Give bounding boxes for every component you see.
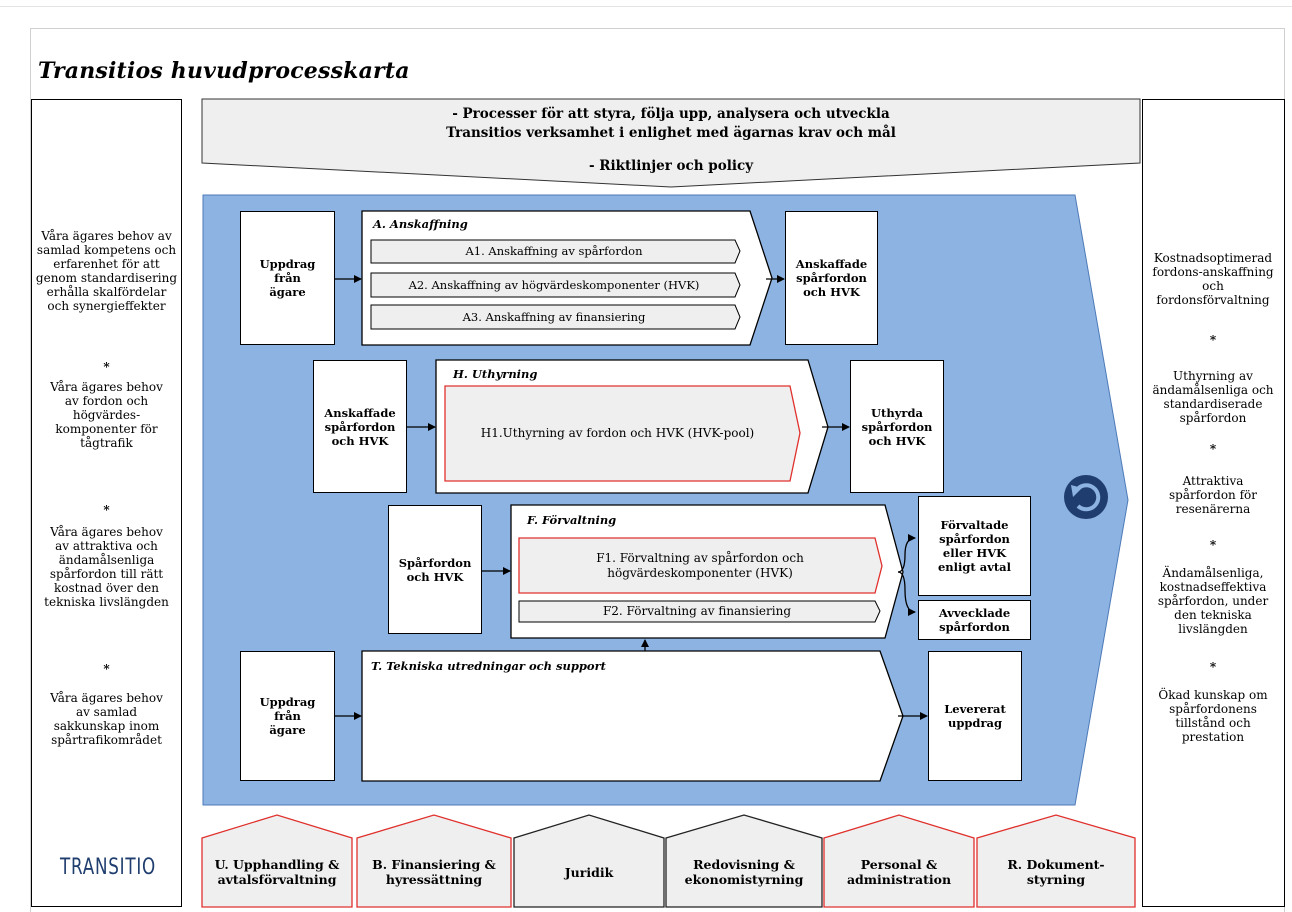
process-f-output-managed: Förvaltade spårfordon eller HVK enligt a…	[918, 496, 1031, 596]
right-bullet-4: *	[1209, 660, 1217, 674]
support-label-personal: Personal & administration	[846, 857, 952, 887]
support-label-redovisning: Redovisning & ekonomistyrning	[684, 857, 804, 887]
frame-left	[30, 28, 31, 912]
process-h-title: H. Uthyrning	[453, 367, 538, 381]
sub-a3-pill	[370, 304, 741, 330]
left-bullet-3: *	[103, 662, 110, 676]
support-label-upphandling: U. Upphandling & avtalsförvaltning	[214, 857, 340, 887]
process-t-title: T. Tekniska utredningar och support	[371, 659, 606, 673]
frame-top	[30, 28, 1285, 29]
sub-a2-label: A2. Anskaffning av högvärdeskomponenter …	[408, 277, 700, 292]
process-h-input-box: Anskaffade spårfordon och HVK	[313, 360, 407, 493]
process-a-input-box: Uppdrag från ägare	[240, 211, 335, 345]
right-outcome-4: Ändamålsenliga, kostnadseffektiva spårfo…	[1157, 566, 1269, 636]
sub-h1-label: H1.Uthyrning av fordon och HVK (HVK-pool…	[480, 426, 755, 440]
right-outcome-1: Kostnadsoptimerad fordons-anskaffning oc…	[1152, 251, 1274, 307]
left-bullet-2: *	[103, 503, 110, 517]
right-outcome-2: Uthyrning av ändamålsenliga och standard…	[1152, 369, 1274, 425]
right-bullet-2: *	[1209, 442, 1217, 456]
support-house-juridik	[513, 814, 665, 908]
left-need-2: Våra ägares behov av fordon och högvärde…	[50, 380, 163, 450]
process-f-output-decommissioned: Avvecklade spårfordon	[918, 600, 1031, 640]
arrow-f-out-1	[897, 534, 916, 573]
process-f-input-box: Spårfordon och HVK	[388, 505, 482, 634]
transitio-logo: TRANSITIO	[58, 850, 158, 886]
banner-line-1: - Processer för att styra, följa upp, an…	[452, 106, 890, 122]
transitio-logo-icon: TRANSITIO	[59, 855, 156, 880]
right-bullet-1: *	[1209, 333, 1217, 347]
process-a-output-box: Anskaffade spårfordon och HVK	[785, 211, 878, 345]
process-h-output-box: Uthyrda spårfordon och HVK	[850, 360, 944, 493]
support-label-finansiering: B. Finansiering & hyressättning	[372, 857, 496, 887]
support-house-r	[976, 814, 1136, 908]
support-house-b	[356, 814, 512, 908]
right-outcome-3: Attraktiva spårfordon för resenärerna	[1169, 474, 1257, 516]
support-label-dokumentstyrning: R. Dokument-styrning	[1007, 857, 1105, 887]
support-house-u	[201, 814, 353, 908]
support-label-juridik: Juridik	[564, 864, 614, 880]
left-need-1: Våra ägares behov av samlad kompetens oc…	[35, 229, 178, 313]
frame-top-outer	[0, 6, 1292, 7]
support-house-redovisning	[665, 814, 823, 908]
left-needs-panel	[31, 99, 182, 907]
right-outcomes-panel	[1142, 99, 1285, 907]
sub-f1-label: F1. Förvaltning av spårfordon och högvär…	[596, 550, 804, 580]
sub-a2-pill	[370, 272, 741, 298]
cycle-icon	[1064, 475, 1108, 519]
sub-a3-label: A3. Anskaffning av finansiering	[462, 309, 646, 324]
governance-banner	[201, 98, 1141, 188]
sub-f2-label: F2. Förvaltning av finansiering	[602, 604, 792, 618]
banner-line-2: Transitios verksamhet i enlighet med äga…	[446, 125, 896, 141]
right-bullet-3: *	[1209, 538, 1217, 552]
left-need-3: Våra ägares behov av attraktiva och ända…	[44, 525, 169, 609]
arrow-f-out-2	[897, 571, 916, 616]
sub-f1-pill	[518, 537, 883, 594]
page-title: Transitios huvudprocesskarta	[38, 58, 410, 84]
sub-a1-pill	[370, 239, 741, 264]
sub-f2-pill	[518, 600, 881, 623]
banner-line-3: - Riktlinjer och policy	[588, 158, 754, 174]
svg-text:TRANSITIO: TRANSITIO	[59, 855, 156, 880]
sub-h1-pill	[444, 385, 801, 482]
process-t-input-box: Uppdrag från ägare	[240, 651, 335, 781]
right-outcome-5: Ökad kunskap om spårfordonens tillstånd …	[1158, 688, 1268, 744]
process-t-output-box: Levererat uppdrag	[928, 651, 1022, 781]
process-t-chevron	[361, 650, 904, 782]
left-bullet-1: *	[103, 360, 110, 374]
left-need-4: Våra ägares behov av samlad sakkunskap i…	[50, 691, 163, 747]
process-f-title: F. Förvaltning	[527, 513, 617, 527]
sub-a1-label: A1. Anskaffning av spårfordon	[465, 244, 643, 258]
support-house-personal	[823, 814, 975, 908]
process-a-title: A. Anskaffning	[373, 217, 468, 231]
